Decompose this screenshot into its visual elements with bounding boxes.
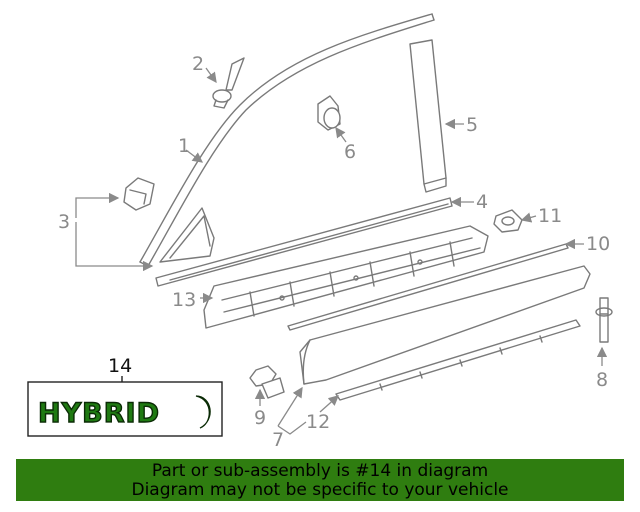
- parts-diagram: 1 2 3 4 5 6 7 8 9 10 11 12 13 14 HYBRID: [27, 13, 613, 451]
- callout-6: 6: [344, 141, 356, 163]
- part-7-rocker-molding[interactable]: [299, 265, 591, 385]
- callout-8: 8: [596, 369, 608, 391]
- part-5-pillar-applique[interactable]: [409, 39, 447, 193]
- emblem-swoosh: [195, 395, 211, 429]
- callout-9: 9: [254, 407, 266, 429]
- callout-12: 12: [306, 411, 330, 433]
- callout-7: 7: [272, 429, 284, 451]
- part-9-clip[interactable]: [249, 365, 285, 399]
- part-2-clip[interactable]: [212, 57, 245, 109]
- callout-13: 13: [172, 289, 196, 311]
- callout-3: 3: [58, 211, 70, 233]
- banner-line-1: Part or sub-assembly is #14 in diagram: [151, 461, 489, 481]
- info-banner: Part or sub-assembly is #14 in diagram D…: [16, 459, 624, 501]
- emblem-frame: [27, 381, 223, 437]
- callout-2: 2: [192, 53, 204, 75]
- callout-14: 14: [108, 355, 132, 377]
- part-11-nut[interactable]: [493, 209, 523, 233]
- part-14-emblem[interactable]: 14 HYBRID: [27, 355, 223, 437]
- part-3-clip-and-garnish[interactable]: [123, 177, 215, 263]
- callout-11: 11: [538, 205, 562, 227]
- part-8-rivet[interactable]: [595, 297, 613, 343]
- callout-1: 1: [178, 135, 190, 157]
- banner-line-2: Diagram may not be specific to your vehi…: [131, 480, 509, 500]
- callout-10: 10: [586, 233, 610, 255]
- callout-5: 5: [466, 114, 478, 136]
- leader-lines: [75, 67, 608, 435]
- emblem-hybrid-text: HYBRID: [38, 398, 160, 429]
- callout-4: 4: [476, 191, 488, 213]
- part-6-grommet[interactable]: [317, 95, 341, 131]
- part-13-sill-panel[interactable]: [203, 225, 489, 329]
